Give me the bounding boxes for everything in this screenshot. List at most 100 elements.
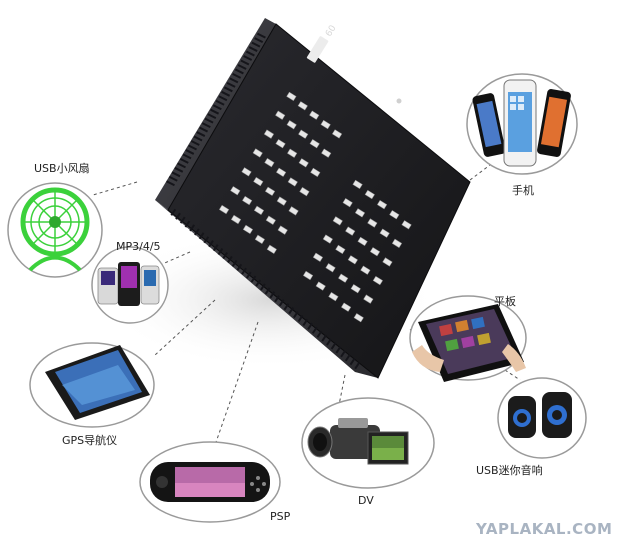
vent-slot bbox=[215, 99, 225, 106]
vent-slot bbox=[203, 236, 210, 244]
vent-slot bbox=[223, 86, 233, 93]
usb-port bbox=[389, 210, 400, 220]
label-fan: USB小风扇 bbox=[34, 162, 90, 175]
usb-port bbox=[369, 247, 381, 257]
psp-device bbox=[139, 441, 281, 523]
usb-port bbox=[242, 195, 253, 206]
vent-slot bbox=[212, 244, 219, 252]
usb-port bbox=[353, 313, 364, 323]
vent-slot bbox=[232, 73, 242, 79]
vent-slot bbox=[226, 81, 236, 88]
usb-port bbox=[331, 129, 343, 139]
usb-port bbox=[298, 129, 309, 139]
usb-port bbox=[287, 148, 298, 158]
vent-slot bbox=[182, 153, 192, 160]
usb-port bbox=[309, 139, 320, 149]
usb-port bbox=[379, 228, 390, 238]
vent-slot bbox=[250, 275, 257, 283]
vent-slot bbox=[199, 126, 208, 133]
vent-slot bbox=[196, 131, 206, 137]
vent-slot bbox=[326, 338, 332, 346]
vent-slot bbox=[222, 251, 228, 260]
usb-port bbox=[219, 204, 230, 215]
vent-slot bbox=[241, 267, 247, 275]
usb-port bbox=[377, 200, 388, 210]
usb-port bbox=[328, 292, 339, 302]
usb-port bbox=[325, 263, 336, 273]
vent-slot bbox=[194, 228, 200, 236]
vent-slot bbox=[198, 232, 205, 240]
usb-port bbox=[350, 284, 361, 294]
tablet-device bbox=[409, 295, 527, 382]
speaker-device bbox=[497, 377, 587, 459]
vent-slot bbox=[260, 283, 266, 291]
usb-port bbox=[264, 186, 276, 196]
vent-slot bbox=[344, 354, 351, 362]
vent-slot bbox=[231, 259, 238, 267]
vent-slot bbox=[237, 64, 247, 70]
usb-port bbox=[401, 220, 412, 230]
vent-slot bbox=[193, 135, 203, 142]
vent-slot bbox=[243, 55, 253, 61]
vent-slot bbox=[311, 326, 318, 334]
vent-slot bbox=[221, 90, 231, 97]
vent-slot bbox=[204, 117, 214, 124]
usb-port bbox=[347, 255, 358, 265]
hub-vents-left bbox=[166, 32, 266, 187]
vent-slot bbox=[168, 175, 178, 182]
usb-port bbox=[341, 302, 352, 312]
dv-device bbox=[301, 397, 435, 489]
usb-port bbox=[254, 234, 265, 244]
vent-slot bbox=[283, 303, 290, 311]
usb-port bbox=[345, 226, 356, 236]
usb-port bbox=[263, 129, 275, 139]
usb-port bbox=[338, 273, 349, 283]
usb-hub: 60 bbox=[155, 18, 471, 379]
vent-slot bbox=[166, 180, 175, 187]
vent-slot bbox=[236, 263, 243, 271]
usb-port bbox=[277, 225, 288, 235]
vent-slot bbox=[251, 41, 261, 48]
usb-port bbox=[315, 281, 326, 291]
fan-device bbox=[7, 182, 103, 278]
label-gps: GPS导航仪 bbox=[62, 434, 118, 447]
vent-slot bbox=[227, 255, 233, 264]
label-mp3: MP3/4/5 bbox=[116, 240, 161, 253]
usb-port bbox=[342, 198, 353, 208]
usb-port bbox=[354, 208, 366, 218]
usb-port bbox=[287, 177, 298, 187]
vent-slot bbox=[190, 140, 200, 146]
usb-port bbox=[230, 214, 242, 225]
vent-slot bbox=[307, 322, 313, 330]
gps-device bbox=[29, 342, 155, 428]
vent-slot bbox=[179, 216, 186, 224]
usb-port bbox=[302, 270, 314, 281]
vent-slot bbox=[354, 362, 361, 370]
vent-slot bbox=[177, 162, 186, 169]
usb-port bbox=[264, 158, 275, 168]
usb-port bbox=[322, 234, 333, 244]
usb-port bbox=[275, 139, 286, 149]
usb-port bbox=[309, 110, 320, 120]
usb-port bbox=[332, 216, 343, 226]
vent-slot bbox=[245, 50, 255, 57]
usb-port bbox=[357, 236, 368, 246]
usb-port bbox=[276, 196, 287, 206]
usb-port bbox=[321, 148, 332, 158]
vent-slot bbox=[269, 291, 276, 299]
usb-port bbox=[241, 167, 252, 177]
vent-slot bbox=[179, 157, 189, 164]
hub-led bbox=[396, 98, 402, 104]
vent-slot bbox=[293, 310, 299, 319]
vent-slot bbox=[218, 95, 228, 102]
usb-port bbox=[253, 177, 264, 187]
vent-slot bbox=[212, 104, 222, 111]
hub-ports bbox=[219, 91, 412, 323]
vent-slot bbox=[188, 144, 197, 151]
usb-port bbox=[276, 167, 287, 177]
usb-port bbox=[286, 120, 297, 130]
vent-slot bbox=[254, 37, 264, 44]
usb-port bbox=[310, 167, 321, 177]
mp3-device bbox=[91, 246, 169, 324]
